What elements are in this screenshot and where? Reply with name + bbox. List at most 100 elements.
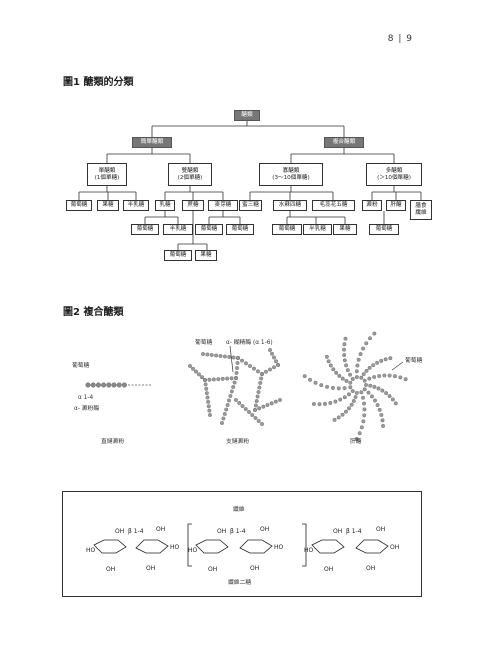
glucose-unit [330,385,335,390]
glucose-unit [234,371,239,375]
item-fructose: 果糖 [97,200,119,211]
glucose-unit [206,404,211,409]
page-number: 8 | 9 [387,34,413,44]
hydroxyl-label: OH [250,565,259,572]
glucose-unit [214,353,219,358]
glucose-ring [355,539,389,554]
glucose-unit [324,354,329,359]
glucose-unit [334,370,339,375]
amylose-enzyme-label: α- 澱粉酶 [74,406,100,412]
glucose-unit [354,437,359,441]
glucose-unit [367,376,372,381]
glucose-unit [377,407,382,412]
hydroxyl-label: OH [324,566,333,573]
node-complex-carbohydrates: 複合醣類 [324,137,364,148]
glucose-unit [361,372,366,377]
glucose-unit [362,378,367,383]
glucose-unit [203,382,208,387]
hydroxyl-label: HO [304,547,314,554]
glycogen-branches [302,331,408,441]
glucose-unit [237,401,242,405]
glucose-unit [348,372,353,377]
glucose-unit [326,359,331,364]
figure1-title: 圖1 醣類的分類 [63,77,134,88]
glucose-unit [379,413,384,417]
glucose-unit [343,336,348,341]
glucose-unit [256,419,261,423]
glucose-unit [338,397,343,402]
beta-bond-label: β 1-4 [346,528,362,535]
glucose-unit [204,386,209,391]
glucose-unit [207,377,212,382]
glucose-unit [362,413,367,418]
glucose-unit [342,347,346,352]
glucose-unit [328,401,333,405]
node-polysaccharides: 多醣類 (＞10個單糖) [366,163,422,186]
glucose-unit [372,375,377,379]
glucose-unit [218,354,223,358]
glucose-unit [260,372,264,376]
glucose-unit [349,402,354,407]
glucose-unit [228,394,233,398]
oligo-part-galactose: 半乳糖 [303,224,332,235]
glucose-unit [388,356,393,361]
glucose-unit [355,363,360,368]
glucose-unit [203,378,207,382]
glucose-unit [364,383,368,387]
glucose-unit [353,395,358,399]
glucose-unit [383,357,388,362]
fiber-title: 纖維 [233,507,245,513]
glucose-unit [364,368,369,373]
glucose-unit [342,353,347,357]
glucose-unit [393,374,397,379]
glucose-unit [229,389,234,394]
glucose-unit [336,386,341,391]
glucose-unit [358,352,363,357]
glucose-unit [347,406,351,411]
hydroxyl-label: OH [156,526,165,533]
glucose-ring [93,539,127,554]
amylose-caption: 直鏈澱粉 [101,439,125,445]
hydroxyl-label: OH [376,526,385,533]
glucose-unit [368,336,372,341]
node-carbohydrates: 醣類 [234,110,260,121]
glucose-unit [268,348,272,352]
item-verbascose: 毛蕊花五糖 [312,200,355,211]
amylopectin-branches [188,348,282,426]
glucose-unit [362,407,367,412]
sucrose-part-fructose: 果糖 [195,250,217,261]
glucose-unit [244,361,248,366]
glucose-unit [260,422,264,426]
glucose-unit [205,395,210,400]
glucose-unit [116,382,122,388]
glucose-unit [373,398,377,403]
glucose-unit [276,363,280,367]
amylose-glucose-label: 葡萄糖 [72,363,90,369]
glucose-unit [387,394,392,399]
glucose-unit [333,399,338,404]
glucose-unit [256,369,260,374]
glucose-unit [350,377,355,381]
figure2-title: 圖2 複合醣類 [63,307,124,318]
glucose-rings [93,539,389,554]
hydroxyl-label: HO [188,547,198,554]
glucose-unit [240,404,245,408]
glucose-unit [361,419,366,424]
glucose-unit [254,399,259,403]
glucose-ring [311,539,345,554]
node-oligosaccharides: 寡醣類 (3～10個單糖) [259,163,323,186]
glucose-unit [229,376,234,381]
glucose-unit [256,390,261,394]
oligo-part-fructose: 果糖 [333,224,357,235]
classification-tree-lines [78,120,422,250]
glycogen-glucose-pointer [391,361,404,371]
glucose-unit [204,391,209,396]
glucose-unit [220,376,225,381]
maltose-part-glucose-1: 葡萄糖 [195,224,223,235]
glucose-unit [235,361,240,365]
node-disaccharides: 雙醣類 (2個單糖) [168,163,212,186]
node-monosaccharides: 單醣類 (1個單糖) [87,163,127,186]
glucose-unit [359,390,364,395]
